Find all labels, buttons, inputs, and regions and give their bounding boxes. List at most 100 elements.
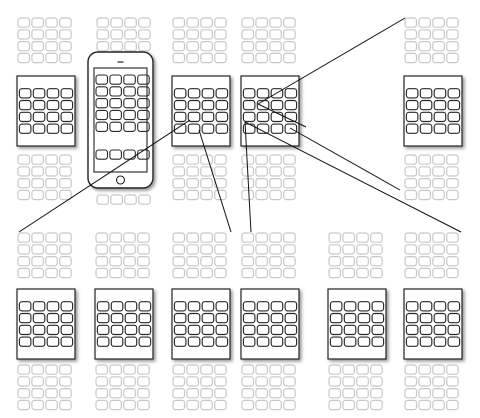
app-icon: [241, 40, 255, 52]
app-icon: [59, 232, 72, 243]
app-icon: [357, 301, 371, 312]
app-icon: [172, 178, 186, 189]
screen-panel: [403, 288, 463, 360]
app-icon: [343, 336, 357, 347]
app-icon: [404, 166, 418, 177]
app-icon: [255, 364, 268, 375]
app-icon: [283, 17, 296, 28]
app-icon: [418, 29, 431, 40]
app-icon: [187, 336, 201, 347]
app-icon: [356, 256, 369, 267]
app-icon: [45, 388, 58, 399]
app-icon: [356, 232, 369, 243]
app-icon: [283, 29, 296, 40]
app-icon: [283, 178, 296, 189]
app-icon: [404, 267, 418, 279]
app-icon: [283, 154, 296, 165]
app-icon: [18, 111, 32, 123]
app-icon: [60, 301, 74, 312]
app-icon: [405, 312, 419, 324]
app-icon: [418, 267, 431, 279]
app-icon: [110, 312, 124, 324]
app-icon: [59, 178, 72, 189]
app-icon: [215, 88, 229, 99]
connector-lines: [18, 17, 462, 233]
app-icon: [187, 123, 201, 134]
app-icon: [186, 232, 199, 243]
app-icon: [447, 312, 461, 324]
app-icon: [283, 376, 296, 387]
faded-icon-grid: [404, 154, 459, 201]
app-icon: [96, 40, 110, 52]
app-icon: [241, 232, 255, 243]
app-icon: [173, 123, 187, 134]
app-icon: [96, 194, 110, 205]
app-icon: [110, 29, 124, 40]
app-icon: [96, 312, 110, 324]
app-icon: [433, 123, 447, 134]
panel-frame: [240, 75, 300, 147]
app-icon: [405, 123, 419, 134]
app-icon: [404, 376, 418, 387]
app-icon: [404, 232, 418, 243]
app-icon: [269, 399, 282, 411]
app-icon: [418, 364, 431, 375]
app-icon: [187, 301, 201, 312]
app-icon: [283, 232, 296, 243]
app-icon: [371, 312, 385, 324]
connector-line: [244, 121, 462, 233]
app-icon: [109, 232, 123, 243]
app-icon: [284, 123, 298, 134]
app-icon: [283, 244, 296, 255]
app-icon: [269, 364, 282, 375]
screen-panel: [327, 288, 387, 360]
app-icon: [138, 40, 151, 52]
app-icon: [124, 324, 138, 336]
app-icon: [283, 364, 296, 375]
panel-frame: [403, 75, 463, 147]
app-icon: [370, 232, 383, 243]
app-icon: [256, 336, 270, 347]
screen-panel: [240, 75, 300, 147]
app-icon: [256, 111, 270, 123]
screen-panel: [171, 288, 231, 360]
app-icon: [214, 40, 227, 52]
app-icon: [172, 40, 186, 52]
app-icon: [405, 99, 419, 111]
app-icon: [418, 189, 431, 201]
app-icon: [446, 399, 459, 411]
app-icon: [446, 232, 459, 243]
app-icon: [255, 154, 268, 165]
app-icon: [17, 376, 31, 387]
app-icon: [418, 166, 431, 177]
app-icon: [59, 40, 72, 52]
app-icon: [123, 74, 136, 85]
faded-icon-grid: [328, 232, 383, 279]
app-icon: [32, 111, 46, 123]
app-icon: [241, 399, 255, 411]
app-icon: [283, 40, 296, 52]
app-icon: [31, 40, 44, 52]
app-icon: [109, 74, 122, 85]
app-icon: [59, 154, 72, 165]
app-icon: [405, 324, 419, 336]
app-icon: [284, 312, 298, 324]
app-icon: [432, 166, 445, 177]
app-icon: [419, 99, 433, 111]
panel-icon-grid: [405, 301, 461, 347]
app-icon: [255, 189, 268, 201]
app-icon: [186, 399, 199, 411]
app-icon: [370, 388, 383, 399]
app-icon: [186, 154, 199, 165]
app-icon: [242, 312, 256, 324]
connector-line: [257, 103, 307, 128]
app-icon: [124, 301, 138, 312]
app-icon: [138, 17, 151, 28]
home-button: [115, 175, 126, 185]
app-icon: [137, 399, 150, 411]
app-icon: [187, 99, 201, 111]
app-icon: [46, 312, 60, 324]
app-icon: [59, 17, 72, 28]
app-icon: [60, 336, 74, 347]
app-icon: [241, 154, 255, 165]
